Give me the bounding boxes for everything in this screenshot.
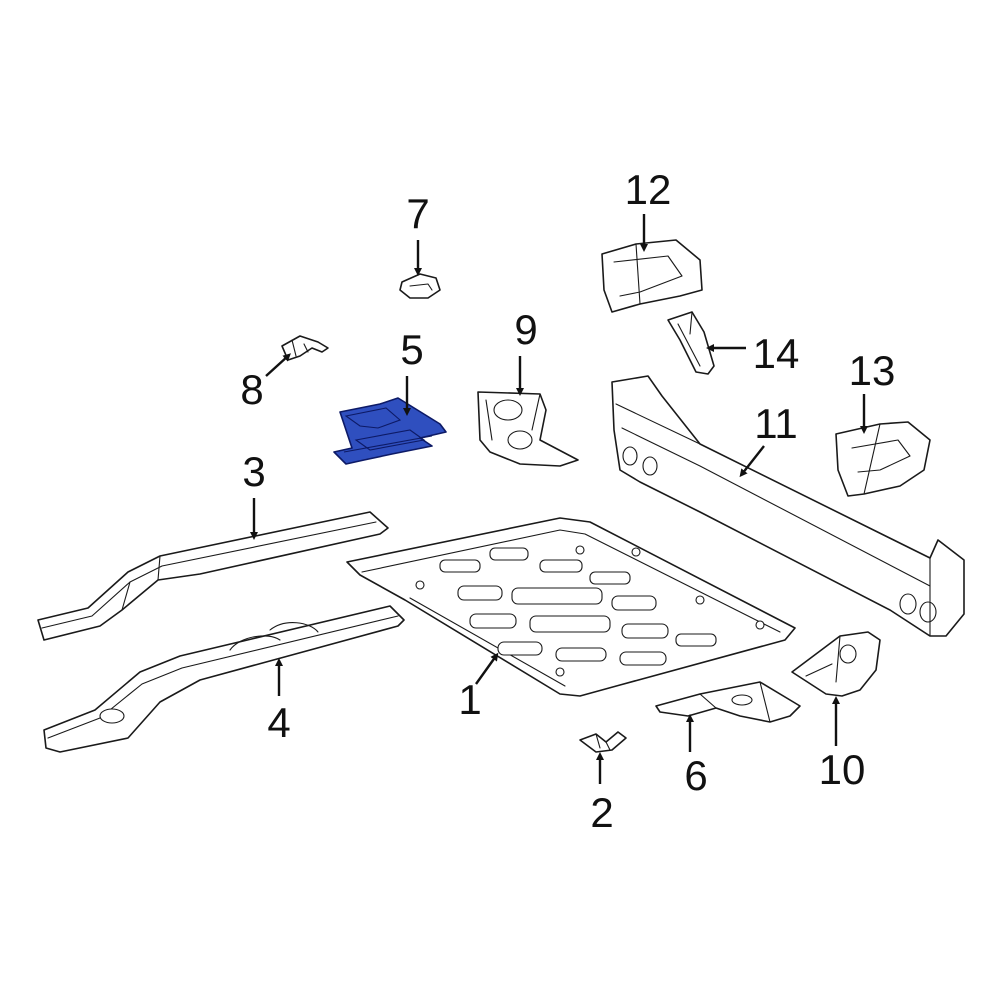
leader-11 <box>739 445 765 478</box>
callout-7: 7 <box>406 190 429 237</box>
part-6-bracket[interactable] <box>655 681 801 723</box>
callout-14: 14 <box>753 330 800 377</box>
callout-6: 6 <box>684 752 707 799</box>
callout-4: 4 <box>267 699 290 746</box>
callout-9: 9 <box>514 306 537 353</box>
part-12-panel[interactable] <box>601 239 703 313</box>
part-9-inner-panel[interactable] <box>477 391 579 467</box>
callout-13: 13 <box>849 347 896 394</box>
part-2-bracket[interactable] <box>579 731 627 753</box>
part-5-body <box>333 397 447 465</box>
leader-1 <box>475 652 499 685</box>
callout-10: 10 <box>819 746 866 793</box>
callout-labels: 1 2 3 4 5 6 7 8 9 10 11 12 13 14 <box>240 166 895 836</box>
part-1-floor-panel[interactable] <box>346 517 796 697</box>
part-8-bracket[interactable] <box>281 335 329 361</box>
callout-12: 12 <box>625 166 672 213</box>
part-14-bracket[interactable] <box>667 311 715 375</box>
callout-1: 1 <box>458 676 481 723</box>
part-11-rocker[interactable] <box>611 375 965 637</box>
callout-3: 3 <box>242 448 265 495</box>
callout-5: 5 <box>400 326 423 373</box>
callout-8: 8 <box>240 366 263 413</box>
callout-2: 2 <box>590 789 613 836</box>
part-4-rail[interactable] <box>43 605 405 753</box>
part-10-bracket[interactable] <box>791 631 881 697</box>
callout-11: 11 <box>754 400 798 447</box>
leader-8 <box>265 353 291 377</box>
part-3-rail[interactable] <box>37 511 389 641</box>
part-13-panel[interactable] <box>835 421 931 497</box>
part-5-highlighted-panel[interactable] <box>333 397 447 465</box>
part-7-clip[interactable] <box>399 273 441 299</box>
leader-arrows <box>250 214 868 784</box>
